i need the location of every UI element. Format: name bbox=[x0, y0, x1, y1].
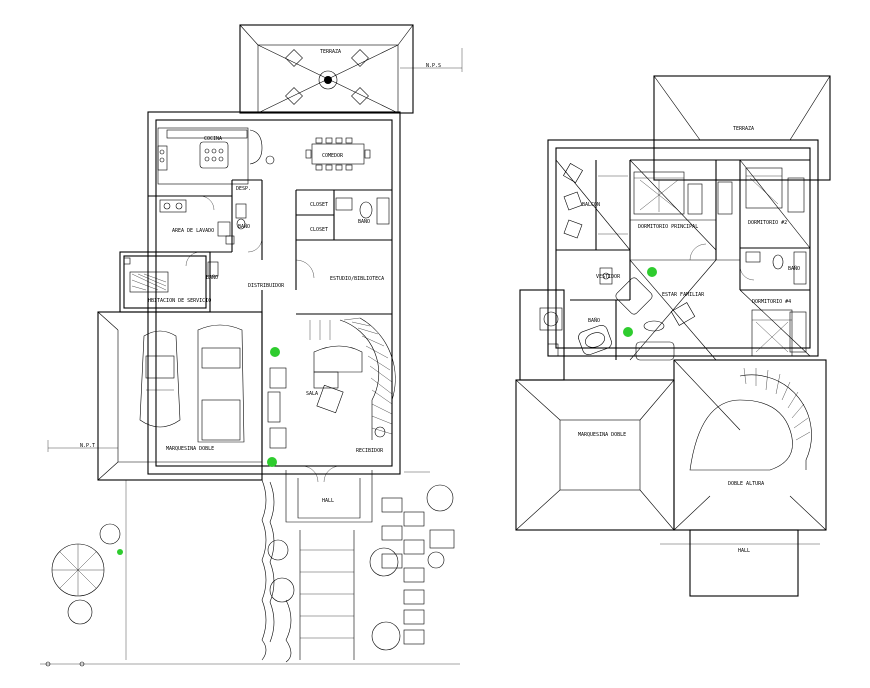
double-height-area bbox=[673, 359, 827, 597]
label-terraza-upper: TERRAZA bbox=[733, 126, 754, 132]
label-comedor: COMEDOR bbox=[322, 153, 344, 159]
label-closet-1: CLOSET bbox=[310, 202, 328, 208]
balcony-chairs bbox=[555, 159, 631, 251]
label-bano-4: BAÑO bbox=[788, 265, 800, 272]
label-area-lavado: AREA DE LAVADO bbox=[172, 228, 214, 234]
label-estudio: ESTUDIO/BIBLIOTECA bbox=[330, 276, 384, 282]
label-bano-5: BAÑO bbox=[588, 317, 600, 324]
label-doble-altura: DOBLE ALTURA bbox=[728, 481, 764, 487]
label-hall-upper: HALL bbox=[738, 548, 750, 554]
kitchen-room bbox=[157, 127, 275, 185]
label-marquesina-ground: MARQUESINA DOBLE bbox=[166, 446, 214, 452]
label-estar-familiar: ESTAR FAMILIAR bbox=[662, 292, 705, 298]
plant-icon bbox=[267, 347, 280, 467]
label-balcon: BALCON bbox=[582, 202, 600, 208]
bathroom-fixtures bbox=[207, 197, 390, 277]
label-bano-2: BAÑO bbox=[358, 218, 370, 225]
living-furniture bbox=[267, 345, 386, 449]
label-bano-1: BAÑO bbox=[238, 223, 250, 230]
bedroom-4-bed-icon bbox=[739, 289, 811, 357]
entrance-hall bbox=[285, 465, 455, 660]
garage-area bbox=[47, 311, 263, 660]
terrace-chair-icon bbox=[285, 49, 369, 105]
upper-bathroom bbox=[547, 251, 807, 357]
label-cocina: COCINA bbox=[204, 136, 222, 142]
label-level-nps: N.P.S bbox=[426, 63, 441, 69]
tree-icon bbox=[51, 484, 454, 651]
label-marquesina-upper: MARQUESINA DOBLE bbox=[578, 432, 626, 438]
ground-floor-plan bbox=[40, 24, 463, 667]
label-dormitorio-2: DORMITORIO #2 bbox=[748, 220, 787, 226]
label-closet-2: CLOSET bbox=[310, 227, 328, 233]
family-room-furniture bbox=[615, 259, 717, 361]
label-bano-3: BAÑO bbox=[206, 274, 218, 281]
terrace-ground bbox=[239, 24, 463, 114]
label-vestidor: VESTIDOR bbox=[596, 274, 621, 280]
label-habitacion: HBITACION DE SERVICIO bbox=[148, 298, 211, 304]
label-sala: SALA bbox=[306, 391, 318, 397]
label-terraza-ground: TERRAZA bbox=[320, 49, 341, 55]
hedge-row bbox=[261, 479, 292, 663]
label-dormitorio-4: DORMITORIO #4 bbox=[752, 299, 791, 305]
label-hall-ground: HALL bbox=[322, 498, 334, 504]
label-level-npt: N.P.T bbox=[80, 443, 95, 449]
label-recibidor: RECIBIDOR bbox=[356, 448, 384, 454]
bedroom-2-bed-icon bbox=[739, 159, 811, 249]
upper-floor-plan bbox=[515, 75, 831, 597]
dining-table-icon bbox=[305, 137, 371, 171]
room-labels: TERRAZA COCINA COMEDOR DESP. BAÑO AREA D… bbox=[80, 49, 800, 554]
master-bed-icon bbox=[629, 159, 733, 251]
label-desp: DESP. bbox=[236, 186, 251, 192]
laundry-area bbox=[159, 199, 231, 237]
service-bed-icon bbox=[129, 271, 169, 293]
staircase-icon bbox=[309, 317, 396, 440]
marquesina-roof bbox=[515, 289, 675, 531]
car-icon bbox=[139, 324, 245, 443]
label-dormitorio-principal: DORMITORIO PRINCIPAL bbox=[638, 224, 698, 230]
label-distribuidor: DISTRIBUIDOR bbox=[248, 283, 285, 289]
